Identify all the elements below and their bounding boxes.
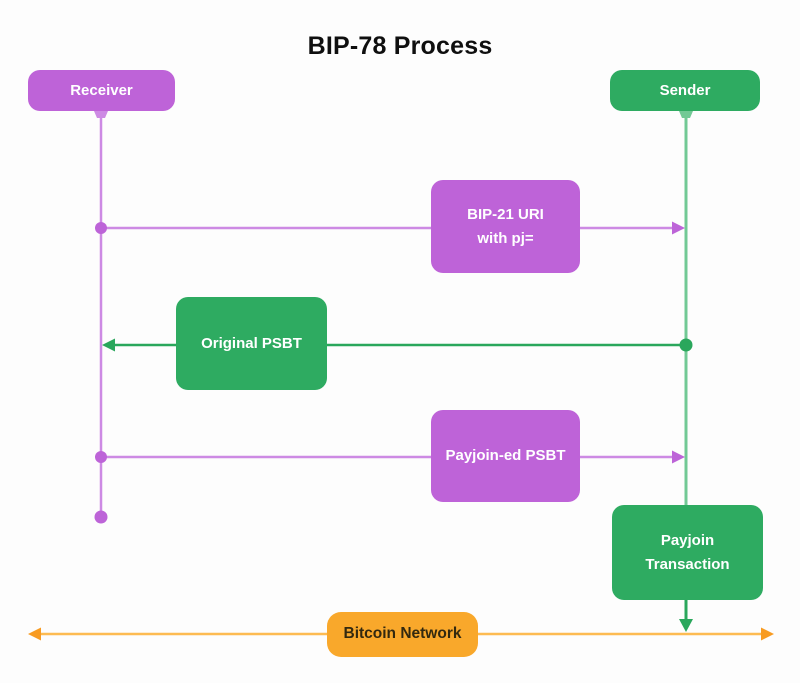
node-payjoin-transaction-label-line1: Payjoin xyxy=(660,532,715,550)
node-receiver: Receiver xyxy=(28,70,175,111)
bitcoin-network-arrow-left xyxy=(28,627,41,641)
node-bip21-uri-label-line2: with pj= xyxy=(477,229,534,247)
arrow-original-psbt-origin-dot xyxy=(679,338,693,352)
arrow-payjoined-psbt-head xyxy=(672,450,685,464)
arrow-payjoin-transaction-head xyxy=(679,619,693,632)
node-bip21-uri-label-line1: BIP-21 URI xyxy=(467,206,544,224)
receiver-lifeline-end-dot xyxy=(94,510,108,524)
node-payjoin-transaction: Payjoin Transaction xyxy=(612,505,763,600)
arrow-bip21-uri-origin-dot xyxy=(95,222,107,234)
bitcoin-network-arrow-right xyxy=(761,627,774,641)
arrow-payjoined-psbt-origin-dot xyxy=(95,451,107,463)
node-original-psbt-label: Original PSBT xyxy=(201,334,302,352)
diagram-title: BIP-78 Process xyxy=(307,32,493,60)
node-payjoined-psbt: Payjoin-ed PSBT xyxy=(431,410,580,502)
node-payjoin-transaction-label-line2: Transaction xyxy=(645,555,730,573)
arrow-original-psbt-head xyxy=(102,338,115,352)
node-receiver-label: Receiver xyxy=(70,81,133,99)
node-bitcoin-network: Bitcoin Network xyxy=(327,612,478,657)
node-sender-label: Sender xyxy=(659,81,711,99)
arrow-bip21-uri-head xyxy=(672,221,685,235)
node-original-psbt: Original PSBT xyxy=(176,297,327,390)
node-bitcoin-network-label: Bitcoin Network xyxy=(343,625,462,643)
node-bip21-uri: BIP-21 URI with pj= xyxy=(431,180,580,273)
node-sender: Sender xyxy=(610,70,760,111)
node-payjoined-psbt-label: Payjoin-ed PSBT xyxy=(445,447,566,465)
